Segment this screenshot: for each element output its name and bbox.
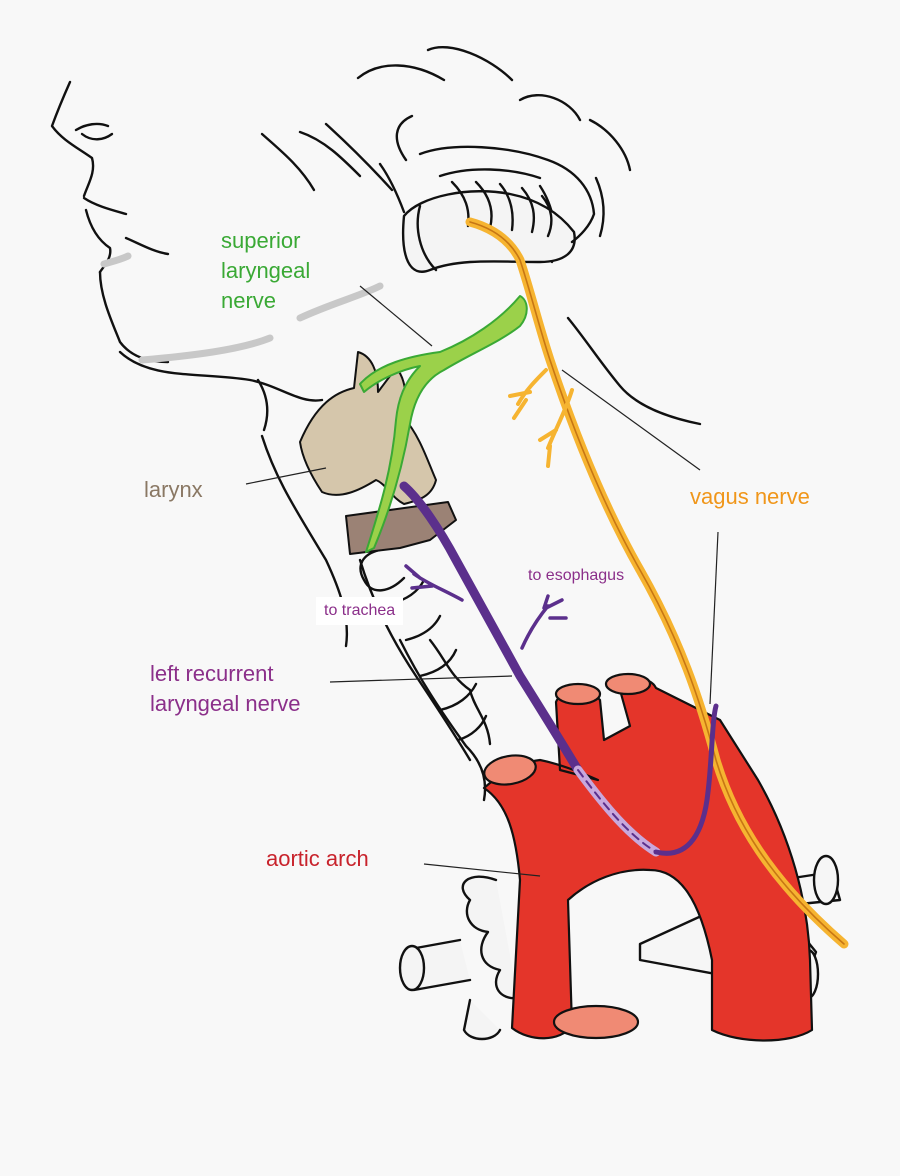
vagus-nerve-label: vagus nerve bbox=[690, 484, 810, 509]
face-profile bbox=[50, 80, 170, 364]
vagus-nerve bbox=[465, 217, 849, 949]
shading bbox=[100, 252, 384, 364]
aortic-arch-label: aortic arch bbox=[266, 846, 369, 871]
label-line: left recurrent bbox=[150, 661, 274, 686]
label-line: superior bbox=[221, 228, 301, 253]
larynx-label: larynx bbox=[144, 477, 203, 502]
skull-base bbox=[402, 145, 596, 273]
label-line: laryngeal nerve bbox=[150, 691, 301, 716]
to-esophagus-label: to esophagus bbox=[528, 567, 625, 584]
bronchial-tree bbox=[398, 875, 520, 1041]
aorta bbox=[482, 672, 814, 1042]
label-line: laryngeal bbox=[221, 258, 311, 283]
left-recurrent-laryngeal-nerve-label: left recurrent laryngeal nerve bbox=[150, 659, 300, 719]
recurrent-laryngeal-nerve bbox=[399, 481, 719, 857]
superior-laryngeal-nerve-label: superior laryngeal nerve bbox=[221, 226, 310, 316]
superior-laryngeal-nerve bbox=[359, 295, 528, 553]
ear-outline bbox=[260, 45, 702, 426]
to-trachea-label: to trachea bbox=[316, 597, 404, 625]
label-line: nerve bbox=[221, 288, 277, 313]
leader-lines bbox=[245, 285, 719, 877]
neck-outline bbox=[118, 350, 492, 802]
